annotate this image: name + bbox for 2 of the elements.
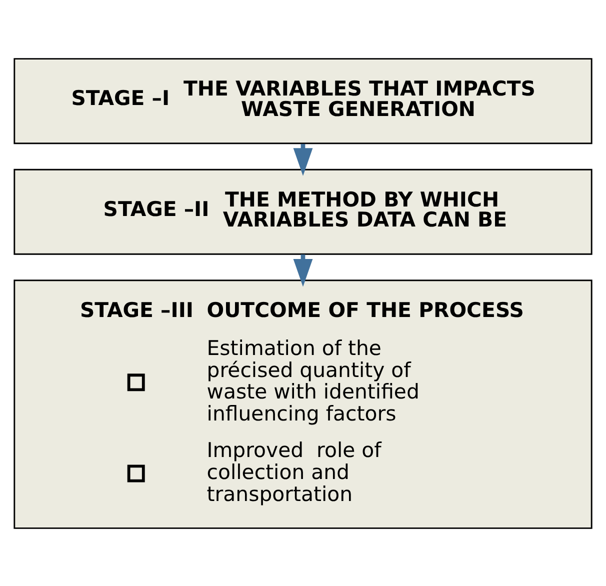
node-box: STAGE –I THE VARIABLES THAT IMPACTS WASTE GENERATION	[14, 58, 592, 144]
node-box: STAGE –III OUTCOME OF THE PROCESS Estimation of the précised quantity of waste with identified influencing factors Improved role of collection and transportation	[14, 279, 592, 528]
